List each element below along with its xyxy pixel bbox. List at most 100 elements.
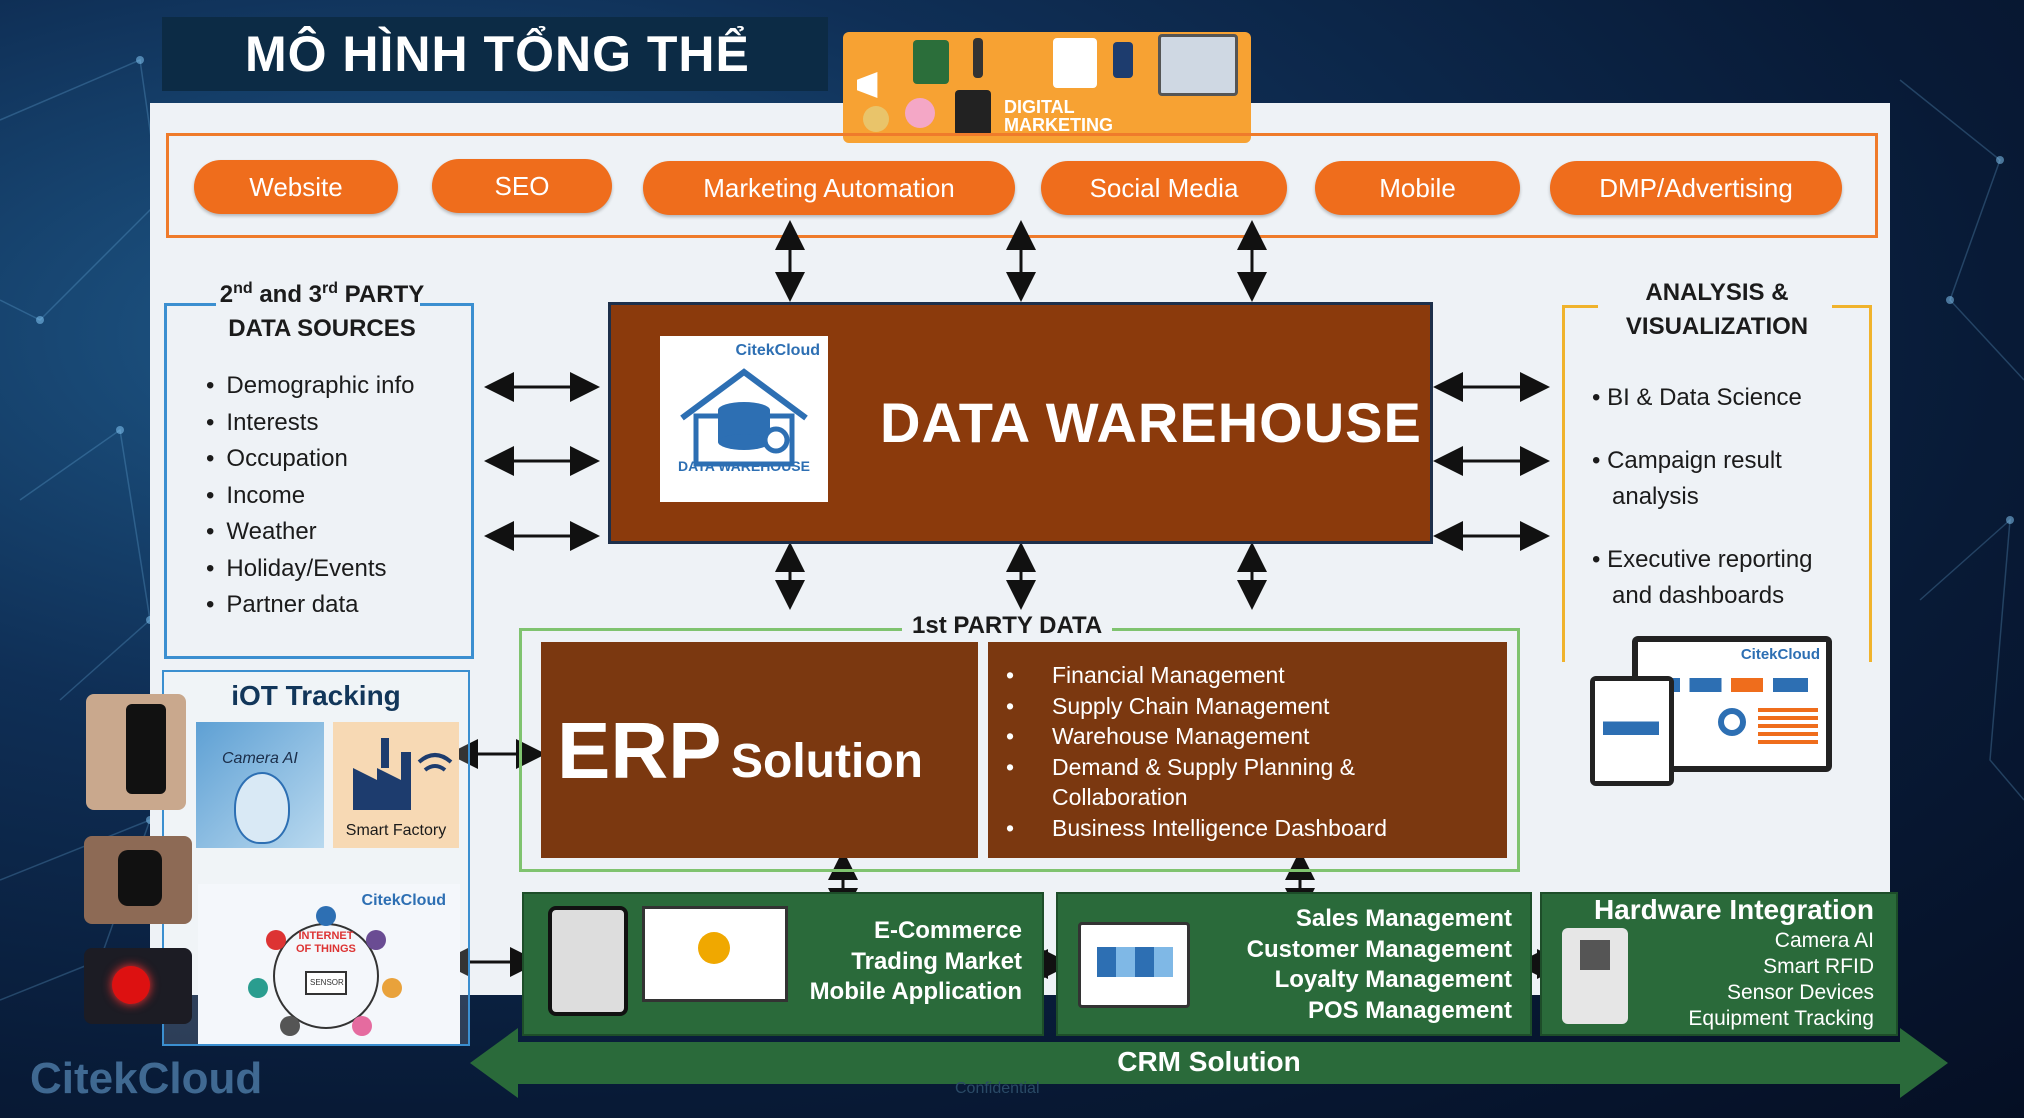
dashboard-brand: CitekCloud <box>1740 646 1820 663</box>
tablet-chart <box>1603 701 1659 735</box>
sales-line: Loyalty Management <box>1274 966 1512 993</box>
erp-title: ERP <box>557 706 722 795</box>
hardware-text: Camera AI Smart RFID Sensor Devices Equi… <box>1640 928 1874 1032</box>
first-party-label: 1st PARTY DATA <box>902 612 1113 640</box>
list-item: Supply Chain Management <box>1002 691 1387 722</box>
data-warehouse-logo: CitekCloud DATA WAREHOUSE <box>660 336 828 502</box>
digital-marketing-label: DIGITAL MARKETING <box>1004 98 1124 134</box>
analysis-frame <box>1562 305 1872 662</box>
smart-factory-tile: Smart Factory <box>333 722 459 848</box>
laptop-icon <box>1158 34 1238 96</box>
data-sources-frame <box>164 303 474 659</box>
list-item: Income <box>206 478 415 515</box>
data-sources-heading: 2nd and 3rd PARTY DATA SOURCES <box>180 272 464 346</box>
smart-factory-label: Smart Factory <box>345 822 447 839</box>
iot-network-tile: CitekCloud INTERNET OF THINGS SENSOR <box>198 884 460 1044</box>
analysis-item-2: Campaign result <box>1607 446 1782 474</box>
sales-line: Sales Management <box>1295 905 1512 932</box>
iot-network-icon <box>248 906 402 1036</box>
analysis-item-3-cont: and dashboards <box>1612 582 1785 609</box>
frame-edge <box>1562 305 1598 308</box>
dashboard-donut <box>1718 708 1746 736</box>
data-sources-heading-line1: 2nd and 3rd PARTY <box>180 272 464 312</box>
digital-marketing-line2: MARKETING <box>1004 115 1113 135</box>
heading-post: PARTY <box>338 281 425 308</box>
list-item: • BI & Data Science <box>1592 384 1802 411</box>
scanner-screen <box>1580 940 1610 970</box>
ecommerce-line: Trading Market <box>851 947 1022 975</box>
ecommerce-line: E-Commerce <box>873 917 1022 944</box>
phone-photo-icon <box>86 694 186 810</box>
fingerprint-scanner-photo-icon <box>1562 928 1628 1024</box>
channel-mobile: Mobile <box>1315 161 1520 215</box>
analysis-item-1: BI & Data Science <box>1607 384 1802 411</box>
analysis-item-3: Executive reporting <box>1607 545 1813 573</box>
analysis-heading-line2: VISUALIZATION <box>1625 313 1809 340</box>
logo-caption: DATA WAREHOUSE <box>678 458 810 474</box>
digital-marketing-line1: DIGITAL <box>1004 97 1075 117</box>
channel-marketing-automation: Marketing Automation <box>643 161 1015 215</box>
hardware-line: Sensor Devices <box>1726 981 1874 1004</box>
erp-subtitle: Solution <box>731 735 923 788</box>
analysis-item-2-cont: analysis <box>1612 483 1699 510</box>
mobile-app-photo-icon <box>548 906 628 1016</box>
phone-icon <box>1113 42 1133 78</box>
channel-website: Website <box>194 160 398 214</box>
security-camera-photo-icon <box>84 948 192 1024</box>
pos-screen-chart <box>1097 947 1173 977</box>
database-house-icon <box>680 368 808 467</box>
ecommerce-monitor-icon <box>642 906 788 1012</box>
phone-shape <box>126 704 166 794</box>
digital-marketing-banner <box>843 32 1251 143</box>
crm-solution-label: CRM Solution <box>1117 1046 1301 1077</box>
dashboard-bars <box>1648 678 1808 692</box>
iot-title: iOT Tracking <box>231 680 401 711</box>
erp-modules-list: Financial Management Supply Chain Manage… <box>1002 660 1387 843</box>
dashboard-tablet <box>1590 676 1674 786</box>
tablet-screen <box>1595 681 1669 781</box>
data-warehouse-title: DATA WAREHOUSE <box>880 391 1422 454</box>
sales-text: Sales Management Customer Management Loy… <box>1200 904 1512 1026</box>
pen-icon <box>973 38 983 78</box>
ecommerce-line: Mobile Application <box>809 978 1022 1005</box>
channel-seo: SEO <box>432 159 612 213</box>
logo-brand: CitekCloud <box>735 342 820 359</box>
list-item-continuation: Collaboration <box>1052 784 1188 810</box>
donut-icon <box>905 98 935 128</box>
list-item: Business Intelligence Dashboard <box>1002 813 1387 844</box>
factory-icon <box>353 738 453 810</box>
camera-lens <box>112 966 150 1004</box>
iot-label-line2: OF THINGS <box>296 943 356 955</box>
ai-face-icon <box>234 772 290 844</box>
erp-title-box <box>541 642 978 858</box>
heading-num1: 2 <box>219 281 234 308</box>
heading-sup2: rd <box>322 280 339 297</box>
smartwatch-photo-icon <box>84 836 192 924</box>
list-item: Financial Management <box>1002 660 1387 691</box>
sensor-label: SENSOR <box>310 978 344 987</box>
data-sources-list: Demographic info Interests Occupation In… <box>206 368 415 624</box>
list-item: Warehouse Management <box>1002 721 1387 752</box>
sales-line: POS Management <box>1307 996 1512 1024</box>
megaphone-icon <box>857 72 878 98</box>
channel-dmp-advertising: DMP/Advertising <box>1550 161 1842 215</box>
cd-icon <box>863 106 889 132</box>
camera-ai-tile: Camera AI <box>196 722 324 848</box>
crm-solution-arrow <box>470 1028 1948 1098</box>
list-item: Interests <box>206 405 415 442</box>
iot-label-line1: INTERNET <box>298 930 354 942</box>
hard-drive-icon <box>955 90 991 136</box>
frame-edge <box>1832 305 1872 308</box>
list-item: Weather <box>206 514 415 551</box>
confidential-footer: Confidential <box>955 1080 1040 1097</box>
cart-icon <box>698 932 730 964</box>
heading-sup1: nd <box>233 280 253 297</box>
page-title: MÔ HÌNH TỔNG THỂ <box>162 17 828 91</box>
hardware-line: Smart RFID <box>1763 955 1874 978</box>
ecommerce-text: E-Commerce Trading Market Mobile Applica… <box>780 916 1022 1008</box>
list-item: Occupation <box>206 441 415 478</box>
sales-line: Customer Management <box>1246 935 1512 963</box>
citekcloud-watermark: CitekCloud <box>30 1054 263 1103</box>
